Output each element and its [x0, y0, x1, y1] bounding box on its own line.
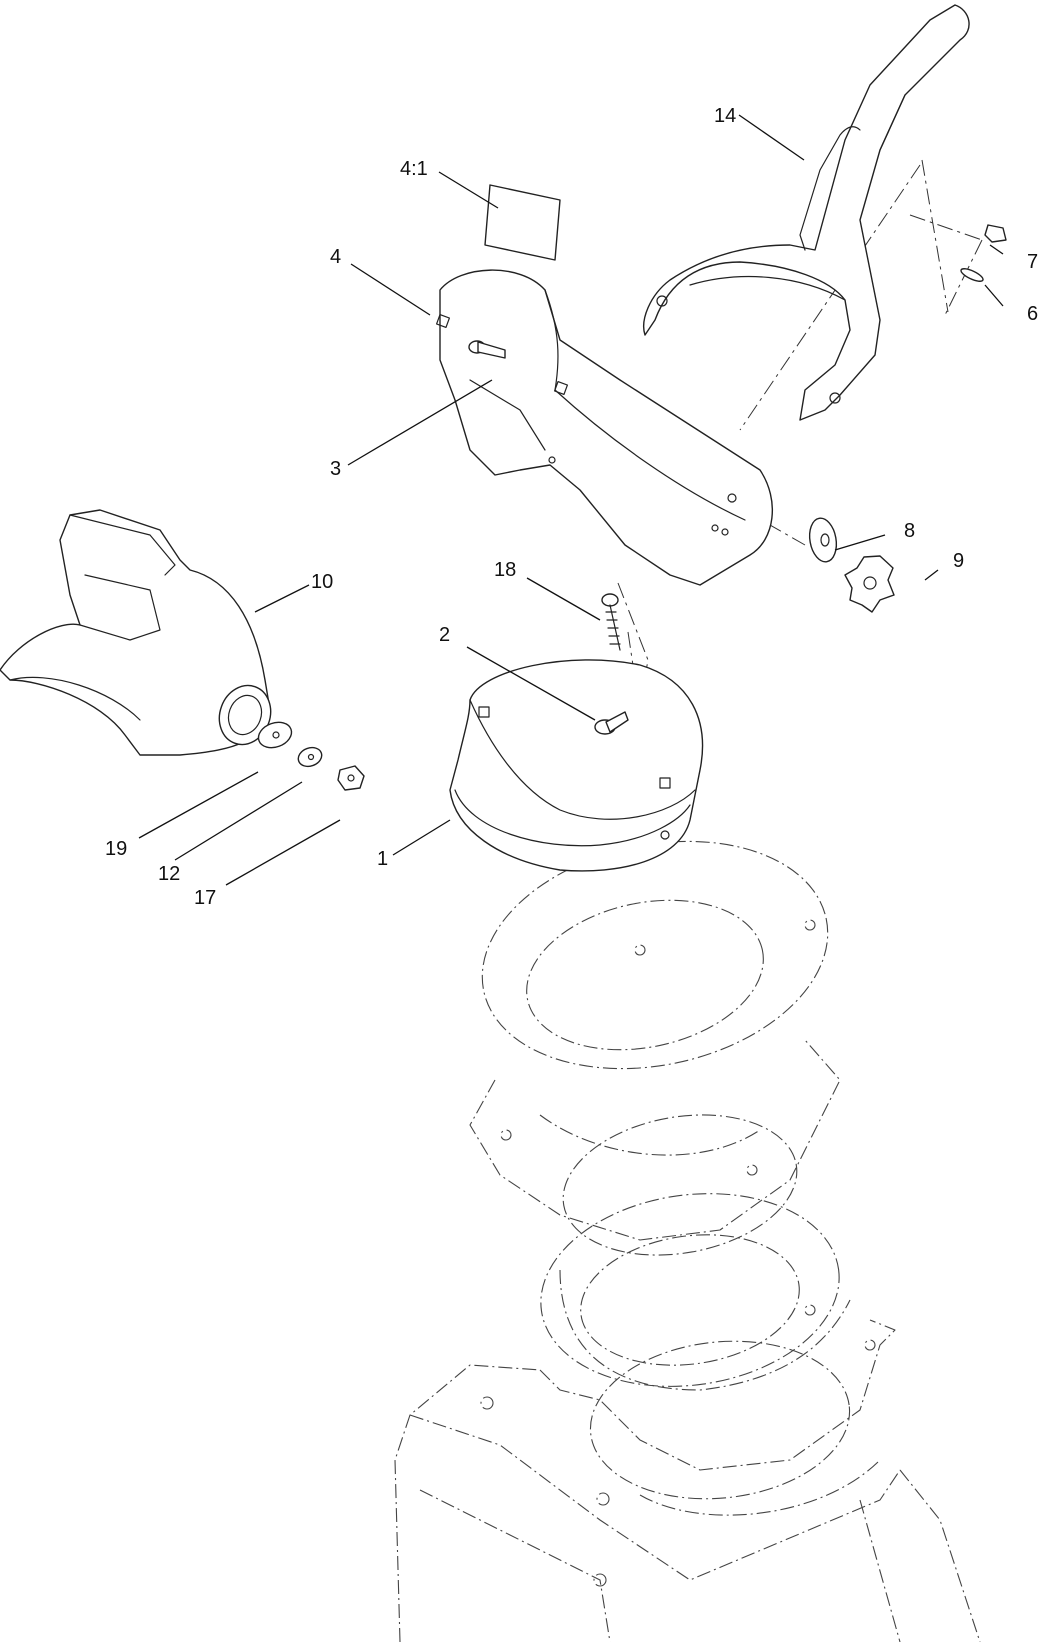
callout-12: 12: [158, 863, 180, 885]
callout-4: 4: [330, 246, 341, 268]
callout-1: 1: [377, 848, 388, 870]
callout-10: 10: [311, 571, 333, 593]
part-8-washer: [808, 517, 838, 563]
callout-7: 7: [1027, 251, 1038, 273]
callout-8: 8: [904, 520, 915, 542]
part-17-nut: [337, 765, 365, 791]
part-7-nut: [984, 224, 1007, 243]
part-2-carriage-bolt: [594, 711, 629, 735]
part-9-push-nut: [844, 555, 895, 613]
callout-14: 14: [714, 105, 736, 127]
part-18-screw: [601, 593, 621, 651]
part-19-washer: [257, 721, 293, 749]
part-4-chute: [435, 269, 773, 586]
callout-4-1: 4:1: [400, 158, 428, 180]
callout-18: 18: [494, 559, 516, 581]
part-10-chute-handle: [0, 509, 272, 756]
callout-19: 19: [105, 838, 127, 860]
callout-2: 2: [439, 624, 450, 646]
leader-lines: [138, 114, 1004, 886]
part-1-chute-ring: [449, 659, 704, 872]
callout-17: 17: [194, 887, 216, 909]
part-6-washer: [960, 268, 984, 282]
part-4-1-decal: [484, 184, 561, 261]
part-12-washer: [297, 746, 323, 768]
callout-labels: 4:1 4 3 14 7 6 8 9 10 18 2 1 19 12 17: [105, 105, 1038, 909]
callout-3: 3: [330, 458, 341, 480]
part-3-pivot-pin: [468, 340, 506, 359]
phantom-chute-base: [394, 840, 981, 1642]
callout-9: 9: [953, 550, 964, 572]
part-14-deflector-handle: [643, 4, 970, 421]
callout-6: 6: [1027, 303, 1038, 325]
